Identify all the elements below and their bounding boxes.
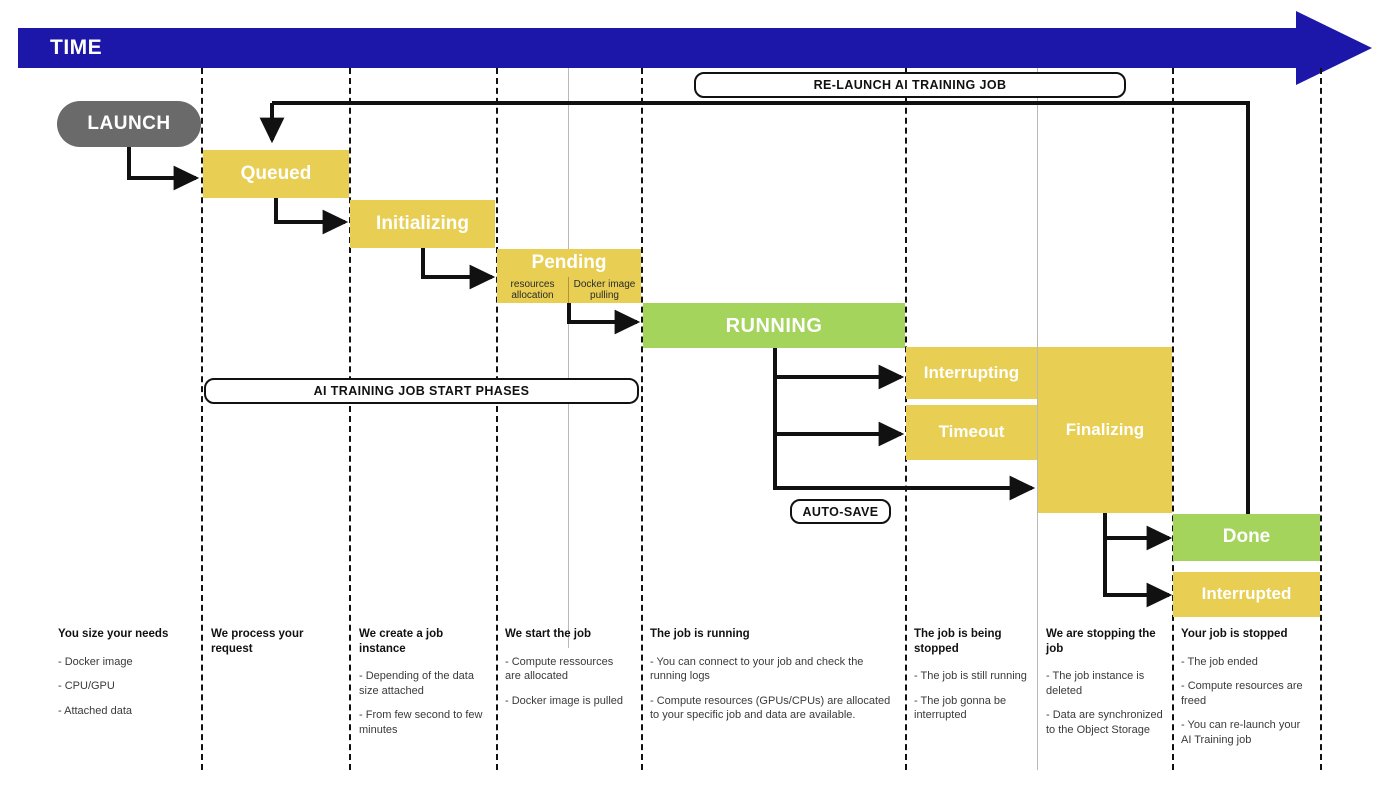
- substate-label-resources-allocation: resources allocation: [510, 278, 555, 302]
- state-label-pending: Pending: [531, 251, 607, 273]
- annotation-start-phases-label: AI TRAINING JOB START PHASES: [313, 384, 530, 398]
- desc-title-job-stopped: Your job is stopped: [1181, 628, 1288, 640]
- desc-title-job-stopping: The job is being stopped: [914, 628, 1002, 655]
- substate-resources-allocation[interactable]: resources allocation: [497, 277, 568, 303]
- state-box-pending[interactable]: Pending: [497, 249, 641, 277]
- desc-bullet: - The job ended: [1181, 655, 1258, 668]
- desc-column-start-job: We start the job - Compute ressources ar…: [505, 627, 631, 718]
- desc-bullet: - Compute resources are freed: [1181, 680, 1303, 707]
- time-axis-label: TIME: [50, 36, 103, 59]
- substate-docker-image-pulling[interactable]: Docker image pulling: [568, 277, 641, 303]
- annotation-autosave-label: AUTO-SAVE: [802, 504, 879, 519]
- desc-title-size-needs: You size your needs: [58, 628, 169, 640]
- state-label-queued: Queued: [240, 162, 312, 184]
- annotation-start-phases: AI TRAINING JOB START PHASES: [204, 378, 639, 404]
- desc-bullet: - Attached data: [58, 704, 132, 717]
- desc-bullet: - You can connect to your job and check …: [650, 655, 864, 683]
- divider-pending-split: [568, 68, 569, 648]
- state-label-finalizing: Finalizing: [1065, 419, 1145, 439]
- desc-bullet: - The job instance is deleted: [1046, 670, 1145, 697]
- desc-bullet: - The job is still running: [914, 670, 1027, 683]
- desc-title-we-stopping: We are stopping the job: [1046, 628, 1156, 655]
- state-label-initializing: Initializing: [376, 212, 469, 234]
- divider-1: [201, 68, 203, 770]
- desc-column-job-stopped: Your job is stopped - The job ended - Co…: [1181, 627, 1309, 757]
- desc-bullet: - The job gonna be interrupted: [914, 694, 1007, 722]
- desc-bullet: - Docker image: [58, 655, 133, 668]
- desc-bullet: - Depending of the data size attached: [359, 670, 474, 697]
- desc-title-create-instance: We create a job instance: [359, 628, 444, 655]
- annotation-autosave: AUTO-SAVE: [790, 499, 891, 524]
- annotation-relaunch: RE-LAUNCH AI TRAINING JOB: [694, 72, 1126, 98]
- state-box-initializing[interactable]: Initializing: [350, 200, 495, 248]
- desc-column-we-stopping: We are stopping the job - The job instan…: [1046, 627, 1164, 748]
- desc-bullet: - From few second to few minutes: [359, 709, 483, 736]
- launch-label: LAUNCH: [87, 113, 171, 134]
- desc-column-process-request: We process your request: [211, 627, 336, 669]
- state-label-interrupting: Interrupting: [923, 362, 1020, 382]
- time-arrow-head-icon: [1296, 11, 1372, 85]
- state-label-timeout: Timeout: [938, 422, 1005, 442]
- desc-bullet: - Compute resources (GPUs/CPUs) are allo…: [650, 694, 891, 722]
- state-label-running: RUNNING: [725, 314, 823, 337]
- annotation-relaunch-label: RE-LAUNCH AI TRAINING JOB: [813, 78, 1007, 92]
- state-box-done[interactable]: Done: [1173, 514, 1320, 561]
- desc-bullet: - CPU/GPU: [58, 680, 115, 693]
- desc-title-job-running: The job is running: [650, 628, 750, 640]
- pending-substate-divider: [568, 277, 569, 303]
- desc-column-job-stopping: The job is being stopped - The job is st…: [914, 627, 1027, 733]
- state-box-timeout[interactable]: Timeout: [906, 405, 1037, 460]
- divider-7: [1172, 68, 1174, 770]
- desc-bullet: - Data are synchronized to the Object St…: [1046, 709, 1163, 736]
- desc-bullet: - Compute ressources are allocated: [505, 655, 614, 683]
- divider-8: [1320, 68, 1322, 770]
- desc-column-size-needs: You size your needs - Docker image - CPU…: [58, 627, 190, 728]
- desc-column-create-instance: We create a job instance - Depending of …: [359, 627, 485, 748]
- state-label-done: Done: [1222, 526, 1271, 548]
- divider-3: [496, 68, 498, 770]
- divider-2: [349, 68, 351, 770]
- desc-title-process-request: We process your request: [211, 628, 304, 655]
- divider-4: [641, 68, 643, 770]
- state-box-interrupting[interactable]: Interrupting: [906, 347, 1037, 399]
- desc-bullet: - Docker image is pulled: [505, 694, 623, 707]
- state-box-running[interactable]: RUNNING: [643, 303, 905, 348]
- desc-bullet: - You can re-launch your AI Training job: [1181, 719, 1301, 746]
- time-axis-banner: TIME: [18, 28, 1328, 68]
- state-label-interrupted: Interrupted: [1201, 584, 1292, 604]
- launch-button[interactable]: LAUNCH: [57, 101, 201, 147]
- desc-title-start-job: We start the job: [505, 628, 592, 640]
- desc-column-job-running: The job is running - You can connect to …: [650, 627, 895, 733]
- state-box-queued[interactable]: Queued: [203, 150, 349, 198]
- state-box-interrupted[interactable]: Interrupted: [1173, 572, 1320, 617]
- state-box-finalizing[interactable]: Finalizing: [1038, 347, 1172, 513]
- substate-label-docker-image-pulling: Docker image pulling: [573, 278, 636, 302]
